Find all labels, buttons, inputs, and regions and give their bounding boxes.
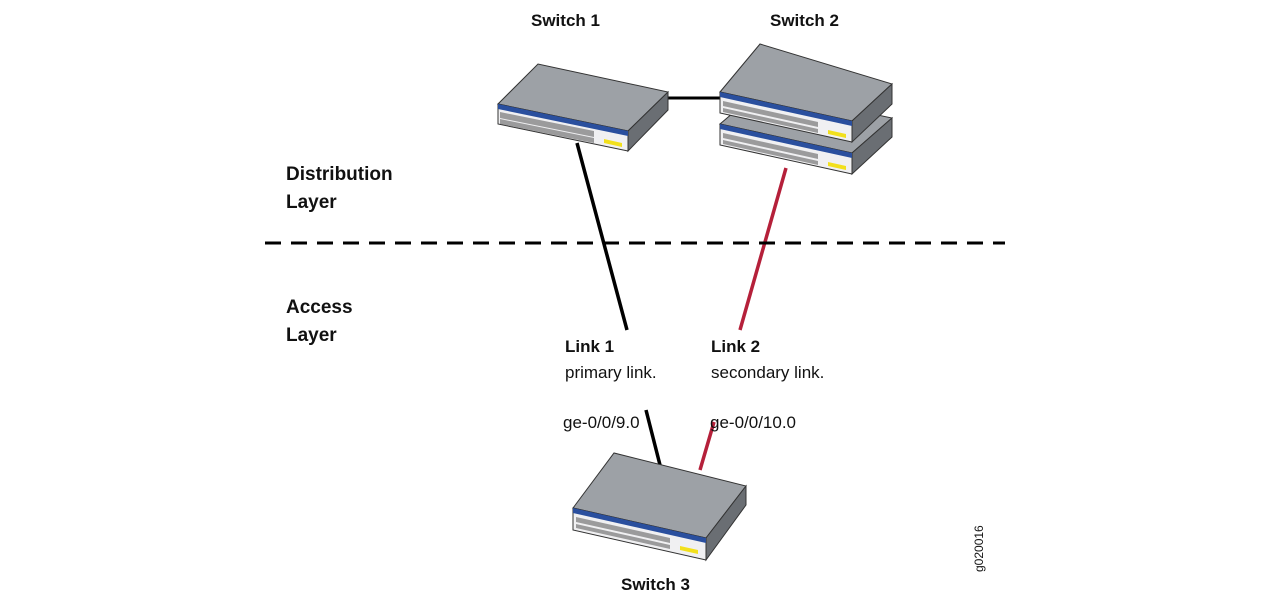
link2-line-upper [738, 167, 788, 331]
link1-interface: ge-0/0/9.0 [563, 413, 640, 432]
link2-line-lower [698, 421, 716, 471]
distribution-layer-label-1: Distribution [286, 164, 393, 185]
switch1-label: Switch 1 [531, 11, 600, 30]
switch3-label: Switch 3 [621, 575, 690, 594]
link1-title: Link 1 [565, 337, 614, 356]
link2-description: secondary link. [711, 363, 824, 382]
figure-id: g020016 [972, 525, 986, 572]
distribution-layer-label-2: Layer [286, 192, 337, 213]
link1-line-upper [575, 142, 629, 331]
access-layer-label-1: Access [286, 297, 353, 318]
link2-title: Link 2 [711, 337, 760, 356]
link1-description: primary link. [565, 363, 657, 382]
switch2-label: Switch 2 [770, 11, 839, 30]
link2-interface: ge-0/0/10.0 [710, 413, 796, 432]
switch3-device [572, 452, 747, 562]
switch1-device [496, 63, 670, 153]
switch2-device-upper [719, 43, 893, 144]
access-layer-label-2: Layer [286, 325, 337, 346]
link1-line-lower [644, 409, 662, 466]
